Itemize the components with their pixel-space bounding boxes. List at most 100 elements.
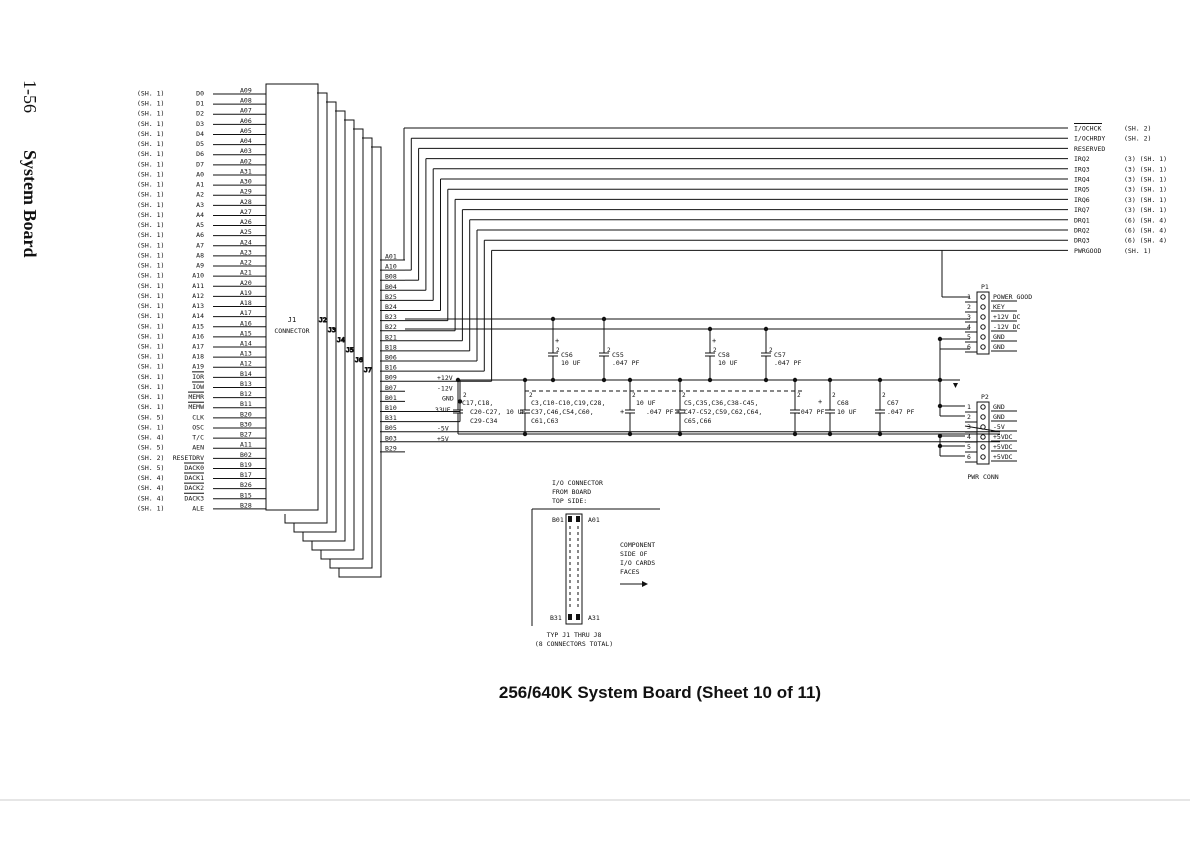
signal-name: A12 xyxy=(192,292,204,300)
inset-pin-b31 xyxy=(568,614,572,620)
cap-id: C58 xyxy=(718,351,730,359)
connector-p2-pin-circle xyxy=(980,404,986,410)
connector-pin-label: B12 xyxy=(240,390,252,398)
junction-dot xyxy=(827,377,833,383)
signal-sheet-ref: (SH. 1) xyxy=(137,393,164,401)
connector-p1-pin-number: 1 xyxy=(967,293,971,301)
junction-dot xyxy=(763,377,769,383)
connector-p2-pin-number: 4 xyxy=(967,433,971,441)
signal-sheet-ref: (SH. 1) xyxy=(137,353,164,361)
cap-group-ref: C37,C46,C54,C60, xyxy=(531,408,594,416)
cap-pin-num: 2 xyxy=(769,347,773,354)
signal-sheet-ref: (SH. 4) xyxy=(137,474,164,482)
cap-id: C68 xyxy=(837,399,849,407)
right-signal-ref: (6) (SH. 4) xyxy=(1124,216,1167,224)
right-signal-name: RESERVED xyxy=(1074,145,1105,153)
cap-pin-num: 2 xyxy=(713,347,717,354)
connector-p1-pin-number: 4 xyxy=(967,323,971,331)
signal-name: A3 xyxy=(196,201,204,209)
connector-p2-pin-name: -5V xyxy=(993,423,1005,431)
right-signal-name: DRQ1 xyxy=(1074,216,1090,224)
inset-side-text: SIDE OF xyxy=(620,550,647,558)
connector-p1-pin-name: POWER GOOD xyxy=(993,293,1032,301)
connector-pin-label: B11 xyxy=(240,400,252,408)
right-signal-ref: (6) (SH. 4) xyxy=(1124,227,1167,235)
signal-name: D1 xyxy=(196,100,204,108)
connector-pin-label: A08 xyxy=(240,97,252,105)
connector-p1-pin-circle xyxy=(980,294,986,300)
cap-pin-num: 2 xyxy=(556,347,560,354)
junction-dot xyxy=(937,336,943,342)
signal-sheet-ref: (SH. 4) xyxy=(137,434,164,442)
right-signal-name: IRQ2 xyxy=(1074,155,1090,163)
signal-sheet-ref: (SH. 1) xyxy=(137,292,164,300)
signal-name: DACK3 xyxy=(184,494,204,502)
connector-pin-label: B13 xyxy=(240,380,252,388)
junction-dot xyxy=(937,377,943,383)
bus-pin-label: A10 xyxy=(385,263,397,271)
cap-value: 10 UF xyxy=(561,359,581,367)
signal-name: CLK xyxy=(192,413,204,421)
connector-pin-label: A09 xyxy=(240,87,252,95)
signal-sheet-ref: (SH. 1) xyxy=(137,272,164,280)
signal-name: ALE xyxy=(192,504,204,512)
connector-p1-pin-name: GND xyxy=(993,343,1005,351)
junction-dot xyxy=(550,377,556,383)
p2-minus5-tie xyxy=(964,425,1001,433)
inset-connector-outline xyxy=(565,513,583,625)
signal-name: DACK1 xyxy=(184,474,204,482)
connector-pin-label: A07 xyxy=(240,107,252,115)
inset-pin-label: A01 xyxy=(588,516,600,524)
cap-id: C56 xyxy=(561,351,573,359)
signal-sheet-ref: (SH. 1) xyxy=(137,160,164,168)
inset-pin-label: B01 xyxy=(552,516,564,524)
connector-j1-body xyxy=(265,83,319,511)
inset-title: TOP SIDE: xyxy=(552,497,587,505)
connector-pin-label: A26 xyxy=(240,218,252,226)
connector-pin-label: B17 xyxy=(240,471,252,479)
signal-name: A14 xyxy=(192,312,204,320)
page-margin-title: 1-56 System Board xyxy=(10,70,50,290)
connector-p1-pin-number: 6 xyxy=(967,343,971,351)
cap-value: 10 UF xyxy=(718,359,738,367)
cap-pin-num: 2 xyxy=(882,392,886,399)
bus-pin-label: B07 xyxy=(385,384,397,392)
cap-pin-num: 2 xyxy=(797,392,801,399)
connector-stack-outline xyxy=(293,101,337,533)
signal-sheet-ref: (SH. 1) xyxy=(137,373,164,381)
inset-title: I/O CONNECTOR xyxy=(552,479,603,487)
signal-name: RESETDRV xyxy=(173,454,204,462)
connector-pin-label: B19 xyxy=(240,461,252,469)
connector-pin-label: A02 xyxy=(240,157,252,165)
connector-j1-sublabel: CONNECTOR xyxy=(274,327,309,335)
connector-pin-label: A18 xyxy=(240,299,252,307)
signal-name: DACK0 xyxy=(184,464,204,472)
figure-caption: 256/640K System Board (Sheet 10 of 11) xyxy=(498,683,822,702)
connector-p2-label: P2 xyxy=(981,393,989,401)
connector-stack-outline xyxy=(284,92,328,524)
cap-group-ref: C3,C10-C10,C19,C28, xyxy=(531,399,605,407)
connector-p2-pin-number: 1 xyxy=(967,403,971,411)
connector-p1-pin-circle xyxy=(980,304,986,310)
connector-pin-label: A16 xyxy=(240,319,252,327)
bus-pin-label: B10 xyxy=(385,404,397,412)
connector-pin-label: A24 xyxy=(240,238,252,246)
right-signal-ref: (3) (SH. 1) xyxy=(1124,165,1167,173)
cap-value: .047 PF xyxy=(612,359,639,367)
signal-name: IOR xyxy=(192,373,204,381)
signal-sheet-ref: (SH. 5) xyxy=(137,464,164,472)
cap-value: 10 UF xyxy=(506,408,526,416)
right-signal-ref: (3) (SH. 1) xyxy=(1124,176,1167,184)
connector-pin-label: A04 xyxy=(240,137,252,145)
signal-sheet-ref: (SH. 1) xyxy=(137,322,164,330)
signal-name: D6 xyxy=(196,150,204,158)
cap-group-ref: C17,C18, xyxy=(462,399,493,407)
signal-sheet-ref: (SH. 5) xyxy=(137,444,164,452)
cap-pin-num: 2 xyxy=(529,392,533,399)
connector-stack-outline xyxy=(338,146,382,578)
connector-pin-label: A03 xyxy=(240,147,252,155)
signal-sheet-ref: (SH. 1) xyxy=(137,150,164,158)
right-signal-ref: (3) (SH. 1) xyxy=(1124,206,1167,214)
cap-polarity: + xyxy=(555,337,559,345)
